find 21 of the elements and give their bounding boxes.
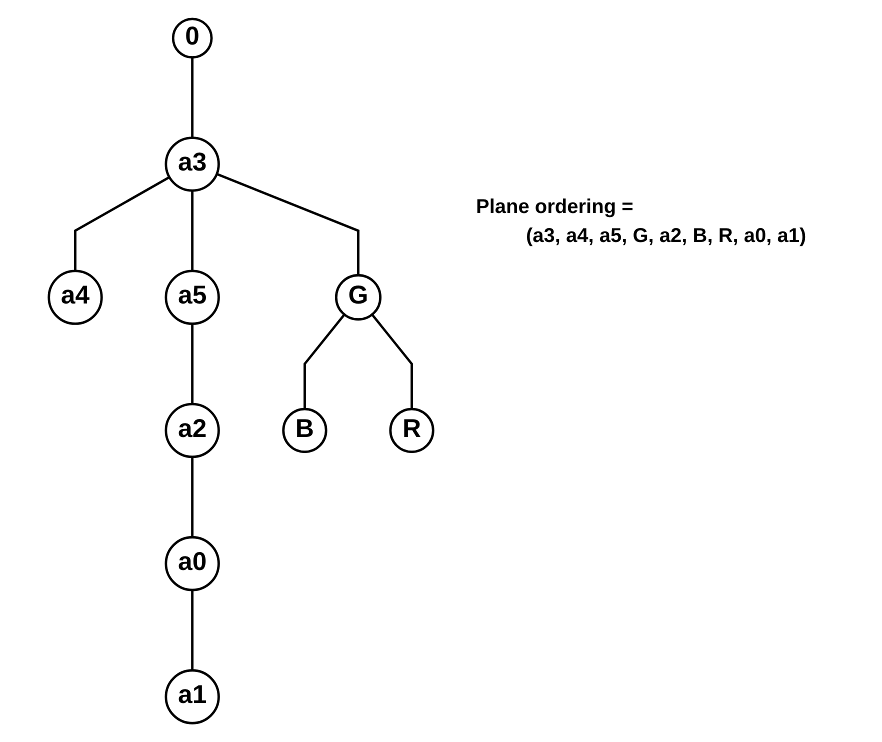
- node-circle: a4: [48, 270, 103, 325]
- node-circle: R: [389, 408, 434, 454]
- node-circle: a5: [164, 270, 220, 325]
- connector: [191, 456, 194, 538]
- node-circle: a3: [164, 136, 220, 192]
- node-circle: B: [282, 408, 328, 454]
- connector: [191, 57, 194, 138]
- node-circle: a2: [164, 402, 220, 458]
- node-circle: a0: [164, 536, 220, 592]
- note-text: (a3, a4, a5, G, a2, B, R, a0, a1): [525, 225, 806, 248]
- connector: [191, 590, 194, 670]
- node-circle: G: [334, 274, 382, 321]
- connector: [216, 172, 360, 276]
- connector: [304, 314, 346, 410]
- connector: [191, 324, 194, 404]
- note-text: Plane ordering =: [476, 196, 634, 219]
- node-circle: 0: [172, 18, 213, 59]
- connector: [74, 176, 170, 271]
- node-circle: a1: [164, 669, 220, 724]
- connector: [191, 190, 194, 271]
- connector: [371, 314, 413, 410]
